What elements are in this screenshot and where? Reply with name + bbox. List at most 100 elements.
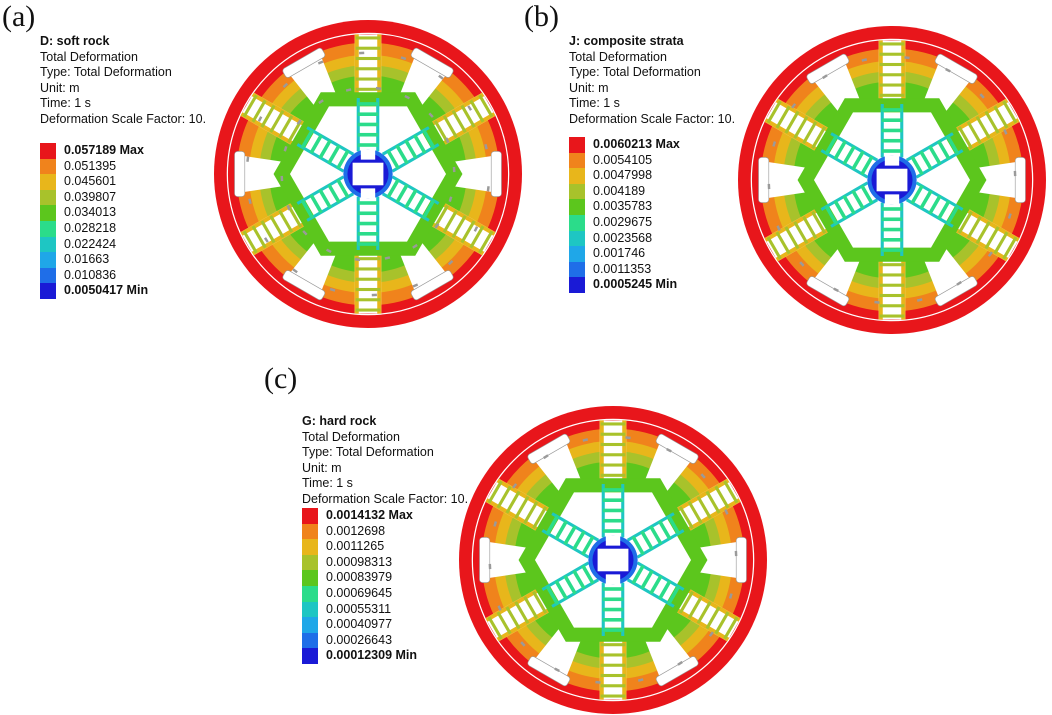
ladder-rung — [879, 273, 905, 277]
legend-swatch — [569, 214, 585, 231]
ladder-gap — [430, 202, 496, 256]
ladder-rung — [879, 283, 905, 287]
legend-value: 0.0023568 — [593, 230, 653, 245]
inner-spoke-ladder — [356, 98, 380, 152]
spoke-rung — [881, 149, 903, 153]
bolt-marker — [318, 99, 324, 105]
block-slot — [806, 276, 850, 307]
legend-swatch — [569, 246, 585, 262]
spoke-rung — [658, 520, 672, 540]
ladder-rung — [496, 611, 512, 635]
ladder-rung — [678, 590, 694, 614]
bolt-marker — [677, 660, 683, 666]
bolt-marker — [445, 137, 450, 144]
inner-spoke-ladder — [626, 561, 685, 608]
spoke-rung — [404, 188, 418, 209]
ladder-rung — [879, 263, 905, 267]
legend-value: 0.0060213 Max — [593, 137, 680, 151]
legend-value: 0.0054105 — [593, 152, 653, 167]
bolt-marker — [956, 280, 962, 286]
ladder-rung — [355, 267, 381, 271]
legend-value: 0.010836 — [64, 267, 117, 282]
ladder-rung — [600, 643, 626, 647]
spoke-rung — [318, 188, 332, 209]
ladder-rung — [523, 596, 539, 619]
spoke-rung — [318, 139, 332, 160]
bolt-marker — [412, 283, 419, 288]
ladder-rung — [505, 606, 521, 630]
bolt-marker — [700, 473, 706, 479]
bolt-marker — [595, 680, 601, 684]
block-slot — [282, 270, 326, 301]
legend-swatch — [569, 183, 585, 200]
inner-spoke-ladder — [820, 132, 879, 179]
bolt-marker — [248, 198, 252, 205]
bolt-marker — [724, 509, 729, 515]
block-slot — [806, 53, 850, 84]
inner-spoke-ladder — [601, 484, 625, 538]
ladder-rung — [478, 230, 494, 254]
core-notch — [360, 149, 376, 160]
bolt-marker — [987, 251, 993, 257]
info-line: Deformation Scale Factor: 10. — [40, 111, 207, 126]
bolt-marker — [484, 143, 488, 150]
inner-spoke-ladder — [381, 126, 440, 173]
ladder-rung — [523, 501, 539, 524]
panel-letter: (a) — [2, 0, 36, 33]
info-line: Type: Total Deformation — [302, 445, 434, 460]
ladder-rung — [242, 230, 258, 254]
legend-swatch — [40, 205, 56, 221]
spoke-rung — [881, 108, 903, 112]
result-title: G: hard rock — [302, 414, 377, 428]
legend-swatch — [302, 523, 318, 540]
ladder-rung — [723, 616, 739, 640]
spoke-rung — [910, 184, 924, 205]
ladder-gap — [430, 92, 496, 146]
info-line: Unit: m — [569, 80, 609, 95]
ladder-rung — [705, 490, 721, 514]
ladder-rung — [355, 287, 381, 292]
ladder-rung — [600, 653, 626, 657]
ring-edge — [750, 38, 1034, 322]
ladder-rung — [355, 277, 381, 281]
bolt-marker — [554, 667, 560, 673]
ladder-rung — [879, 73, 905, 77]
legend-swatch — [302, 554, 318, 571]
spoke-rung — [357, 122, 379, 127]
spoke-rung — [881, 118, 903, 122]
panel-letter: (b) — [524, 0, 559, 33]
ladder-rung — [460, 104, 476, 128]
ladder-rung — [793, 115, 809, 139]
legend-value: 0.00055311 — [326, 601, 392, 616]
legend-swatch — [302, 508, 318, 524]
spoke-rung — [937, 200, 951, 220]
legend-value: 0.001746 — [593, 246, 646, 261]
info-line: Deformation Scale Factor: 10. — [302, 491, 469, 506]
bolt-marker — [326, 248, 332, 254]
block-slot — [655, 433, 699, 464]
spoke-rung — [357, 211, 379, 216]
spoke-rung — [300, 129, 315, 149]
ladder-rung — [287, 204, 303, 228]
deformation-contour-plot — [459, 406, 767, 714]
bolt-marker — [447, 259, 454, 266]
legend-swatch — [40, 143, 56, 159]
spoke-rung — [395, 144, 409, 165]
core-notch — [884, 194, 900, 205]
spoke-rung — [572, 530, 586, 551]
result-info: J: composite strata Total Deformation Ty… — [569, 34, 735, 128]
deformation-contour-plot — [738, 26, 1046, 334]
bolt-marker — [799, 261, 805, 267]
ladder-rung — [966, 216, 982, 239]
info-line: Total Deformation — [569, 49, 667, 64]
legend-value: 0.0011265 — [326, 539, 385, 554]
spoke-rung — [666, 515, 681, 535]
ladder-rung — [678, 506, 694, 530]
ladder-rung — [442, 115, 458, 138]
ladder-rung — [355, 308, 381, 312]
ladder-rung — [260, 220, 276, 244]
legend-swatch — [40, 236, 56, 253]
ladder-gap — [354, 34, 382, 94]
ladder-rung — [687, 501, 703, 524]
block-slot — [527, 656, 571, 687]
